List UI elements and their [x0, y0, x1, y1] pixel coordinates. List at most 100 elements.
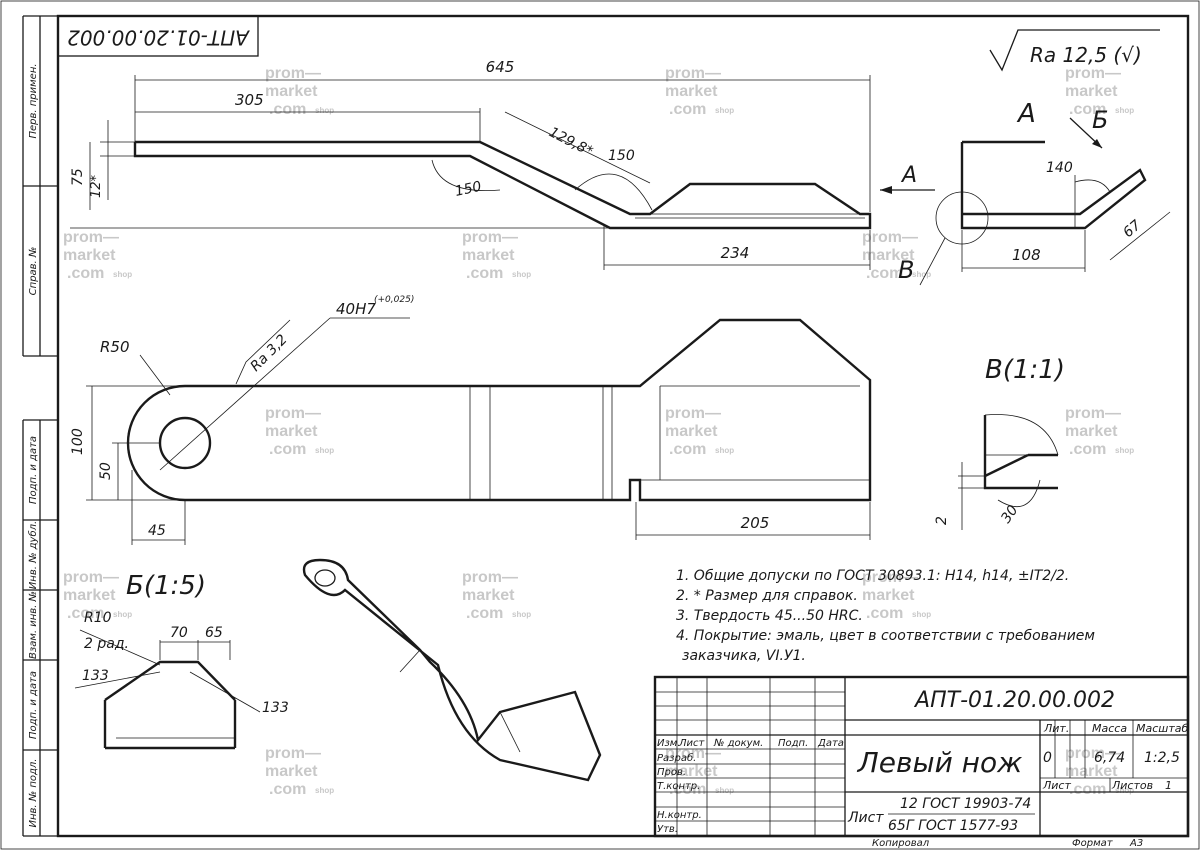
note-4: 4. Покрытие: эмаль, цвет в соответствии … — [676, 628, 1095, 644]
watermark-text: prom— — [862, 569, 918, 586]
tb-col-izm: Изм. — [657, 738, 681, 749]
watermark-text: prom— — [265, 745, 321, 762]
watermark-text: prom— — [462, 229, 518, 246]
mounting-hole — [158, 416, 212, 470]
watermark-text: market — [265, 763, 318, 780]
roughness-general: Ra 12,5 (√) — [989, 29, 1160, 72]
notes: 1. Общие допуски по ГОСТ 30893.1: H14, h… — [676, 568, 1095, 664]
tb-row-nkontr: Н.контр. — [657, 810, 702, 821]
tb-format-value: А3 — [1129, 838, 1143, 849]
dim-140: 140 — [1046, 160, 1073, 176]
watermark-suffix: shop — [315, 446, 334, 455]
tb-part-name: Левый нож — [857, 746, 1023, 779]
detail-b: Б(1:5) R10 2 рад. 70 65 133 133 — [74, 571, 289, 750]
watermark-text: market — [665, 83, 718, 100]
watermark-text: market — [665, 423, 718, 440]
watermark-suffix: shop — [912, 270, 931, 279]
watermark-text: market — [1065, 83, 1118, 100]
dim-50: 50 — [98, 462, 114, 480]
dim-133-b: 133 — [262, 700, 289, 716]
tb-hdr-scale: Масштаб — [1136, 722, 1188, 735]
isometric-view — [302, 558, 602, 782]
watermark-text: .com — [269, 441, 306, 458]
dim-2rad: 2 рад. — [84, 636, 129, 652]
tb-col-list: Лист — [678, 738, 706, 749]
dim-40h7: 40H7 — [336, 300, 376, 318]
watermark-text: .com — [1069, 101, 1106, 118]
tb-hdr-mass: Масса — [1092, 722, 1127, 735]
rotated-stamp: АПТ-01.20.00.002 — [57, 15, 259, 57]
strip-inv-podl: Инв. № подл. — [28, 759, 39, 828]
dim-r50: R50 — [100, 338, 130, 356]
roughness-hole-label: Ra 3,2 — [248, 332, 291, 375]
dim-108: 108 — [1012, 246, 1041, 264]
watermark-suffix: shop — [912, 610, 931, 619]
watermark-text: prom— — [665, 405, 721, 422]
watermark-suffix: shop — [315, 786, 334, 795]
watermark-text: .com — [67, 605, 104, 622]
watermark-text: .com — [1069, 781, 1106, 798]
watermark-text: market — [665, 763, 718, 780]
watermark-text: market — [265, 423, 318, 440]
watermark-text: market — [1065, 763, 1118, 780]
detail-v-label: В(1:1) — [985, 355, 1065, 385]
strip-perv-primen: Перв. примен. — [28, 63, 39, 138]
tb-material-prefix: Лист — [847, 810, 884, 826]
tb-designation: АПТ-01.20.00.002 — [913, 688, 1115, 713]
iso-hole — [314, 569, 336, 587]
note-2: 2. * Размер для справок. — [676, 588, 858, 604]
dim-45: 45 — [148, 523, 166, 539]
dim-150-a: 150 — [608, 148, 635, 164]
watermark-suffix: shop — [1115, 446, 1134, 455]
watermark-text: market — [1065, 423, 1118, 440]
tb-format-label: Формат — [1072, 838, 1114, 849]
dim-133-a: 133 — [82, 668, 109, 684]
dim-30: 30 — [998, 502, 1021, 526]
watermark-text: market — [462, 247, 515, 264]
watermark-text: prom— — [862, 229, 918, 246]
watermark-text: .com — [669, 101, 706, 118]
tb-sheet-label: Лист — [1042, 779, 1071, 792]
roughness-general-label: Ra 12,5 (√) — [1030, 43, 1142, 67]
strip-inv-dubl: Инв. № дубл. — [27, 521, 39, 589]
watermark-text: prom— — [63, 229, 119, 246]
watermark-text: .com — [67, 265, 104, 282]
watermark-suffix: shop — [315, 106, 334, 115]
tb-col-date: Дата — [817, 738, 844, 749]
detail-v: В(1:1) 2 30 — [934, 355, 1065, 530]
detail-b-label: Б(1:5) — [126, 571, 206, 601]
tb-copied: Копировал — [872, 838, 930, 849]
watermark-suffix: shop — [1115, 106, 1134, 115]
watermark-text: market — [63, 247, 116, 264]
note-3: 3. Твердость 45...50 HRC. — [676, 608, 863, 624]
watermark-text: prom— — [1065, 405, 1121, 422]
tb-lit-value: 0 — [1043, 750, 1052, 766]
dim-75: 75 — [70, 168, 86, 186]
tb-material-2: 65Г ГОСТ 1577-93 — [888, 818, 1018, 834]
watermark-text: prom— — [665, 65, 721, 82]
watermark-suffix: shop — [715, 786, 734, 795]
watermark-text: market — [462, 587, 515, 604]
watermark-text: prom— — [265, 405, 321, 422]
dim-129-8: 129,8* — [546, 124, 595, 160]
watermark-suffix: shop — [1115, 786, 1134, 795]
dim-305: 305 — [235, 91, 264, 109]
tb-row-razrab: Разраб. — [657, 752, 696, 764]
watermark-text: prom— — [462, 569, 518, 586]
watermark-text: .com — [669, 441, 706, 458]
watermark-suffix: shop — [512, 610, 531, 619]
view-arrow-a-label: А — [900, 163, 917, 188]
tb-hdr-lit: Лит. — [1043, 722, 1069, 735]
left-strip: Перв. примен. Справ. № Подп. и дата Инв.… — [22, 15, 58, 837]
watermark-suffix: shop — [512, 270, 531, 279]
watermark-text: prom— — [265, 65, 321, 82]
